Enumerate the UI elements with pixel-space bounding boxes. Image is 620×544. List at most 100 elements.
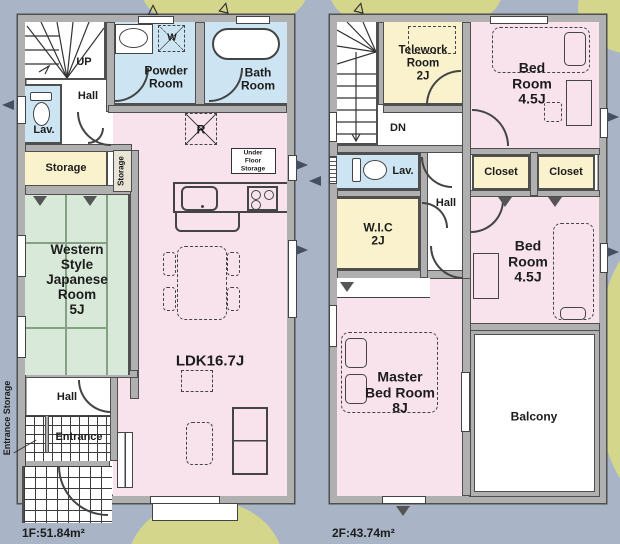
label-master-bedroom: Master Bed Room 8J xyxy=(365,368,435,416)
staircase-1f xyxy=(25,22,106,80)
label-under-floor-storage: Under Floor Storage xyxy=(240,149,266,172)
tv-board xyxy=(232,407,268,475)
tatami-line xyxy=(25,242,106,244)
label-lav-1f: Lav. xyxy=(33,123,55,136)
master-closet-strip xyxy=(337,278,430,298)
tatami-line xyxy=(25,327,106,329)
bathtub-icon xyxy=(212,28,280,60)
label-bedroom1: Bed Room 4.5J xyxy=(512,59,552,107)
chair xyxy=(227,287,240,311)
label-bath-room: Bath Room xyxy=(241,65,275,93)
floor1-area-label: 1F:51.84m² xyxy=(22,526,85,540)
vent-flag-icon xyxy=(296,160,308,170)
closet-1 xyxy=(472,155,530,190)
window xyxy=(236,16,270,24)
window xyxy=(461,372,470,432)
window xyxy=(600,108,608,138)
storage-strip xyxy=(113,150,132,192)
wall xyxy=(130,150,139,399)
burner xyxy=(264,190,274,200)
vent-flag-icon xyxy=(607,247,619,257)
label-entrance-storage: Entrance Storage xyxy=(1,380,12,456)
sink-drain xyxy=(201,205,204,208)
kitchen-island xyxy=(175,213,240,232)
wall xyxy=(108,105,287,113)
floor2-area-label: 2F:43.74m² xyxy=(332,526,395,540)
vent-flag-icon xyxy=(2,100,14,110)
vent-flag-icon xyxy=(296,245,308,255)
chair xyxy=(163,252,176,276)
label-japanese-room: Western Style Japanese Room 5J xyxy=(46,242,108,318)
pillow xyxy=(560,307,586,320)
stairs-icon xyxy=(337,22,376,143)
window xyxy=(138,16,174,24)
window xyxy=(17,235,26,277)
desk xyxy=(473,253,499,299)
vent-flag-icon xyxy=(309,176,321,186)
label-balcony: Balcony xyxy=(510,409,558,424)
window xyxy=(288,240,297,318)
burner xyxy=(251,190,261,200)
washing-machine-icon xyxy=(158,25,185,52)
closet-2 xyxy=(537,155,595,190)
wall xyxy=(45,415,49,453)
chair xyxy=(227,252,240,276)
tall-window xyxy=(117,432,133,488)
vent-icon: △ xyxy=(148,1,158,16)
tatami-line xyxy=(65,195,67,375)
label-hall-2f: Hall xyxy=(435,196,457,209)
wall xyxy=(337,145,463,153)
wall xyxy=(195,22,205,105)
window xyxy=(382,496,426,504)
toilet-icon xyxy=(352,158,361,182)
label-wic: W.I.C 2J xyxy=(363,220,393,248)
floor-box xyxy=(181,370,213,392)
master-bed xyxy=(341,332,438,413)
toilet-icon xyxy=(363,160,387,180)
wall xyxy=(25,144,132,152)
wall xyxy=(378,22,384,105)
entrance-area xyxy=(25,415,110,461)
toilet-icon xyxy=(30,92,52,101)
master-bedroom xyxy=(337,278,462,496)
refrigerator-icon xyxy=(185,113,217,145)
stove-icon xyxy=(247,186,278,211)
sliding-door-mark xyxy=(498,197,512,207)
window xyxy=(17,316,26,358)
pillow xyxy=(564,32,586,66)
window xyxy=(150,496,220,504)
label-fridge: R xyxy=(196,122,206,137)
bed xyxy=(492,27,590,73)
vent-flag-icon xyxy=(396,506,410,516)
sliding-door-mark xyxy=(33,196,47,206)
bed xyxy=(553,223,594,320)
burner xyxy=(251,200,261,210)
japanese-room xyxy=(25,195,130,375)
label-telework-room: Telework Room 2J xyxy=(398,44,448,83)
tatami-line xyxy=(106,195,108,375)
balcony xyxy=(470,330,599,496)
sliding-door-mark xyxy=(83,196,97,206)
vent-flag-icon xyxy=(607,112,619,122)
wall xyxy=(110,377,118,461)
label-ldk: LDK16.7J xyxy=(175,352,245,370)
label-storage-side: Storage xyxy=(116,156,126,186)
chair xyxy=(163,287,176,311)
window xyxy=(490,16,548,24)
pillow xyxy=(345,338,367,368)
label-up: UP xyxy=(76,55,92,68)
window xyxy=(329,156,337,184)
window xyxy=(17,96,26,124)
pillow xyxy=(345,374,367,404)
wall xyxy=(530,152,538,196)
label-entrance: Entrance xyxy=(55,430,103,443)
storage-room xyxy=(25,152,108,185)
label-hall-upper: Hall xyxy=(77,89,99,102)
sofa xyxy=(186,422,213,465)
window xyxy=(329,305,337,347)
wic-room xyxy=(337,197,420,270)
wall xyxy=(383,105,463,113)
toilet-icon xyxy=(33,102,50,126)
label-closet-1: Closet xyxy=(484,165,518,178)
label-dn: DN xyxy=(390,121,406,134)
